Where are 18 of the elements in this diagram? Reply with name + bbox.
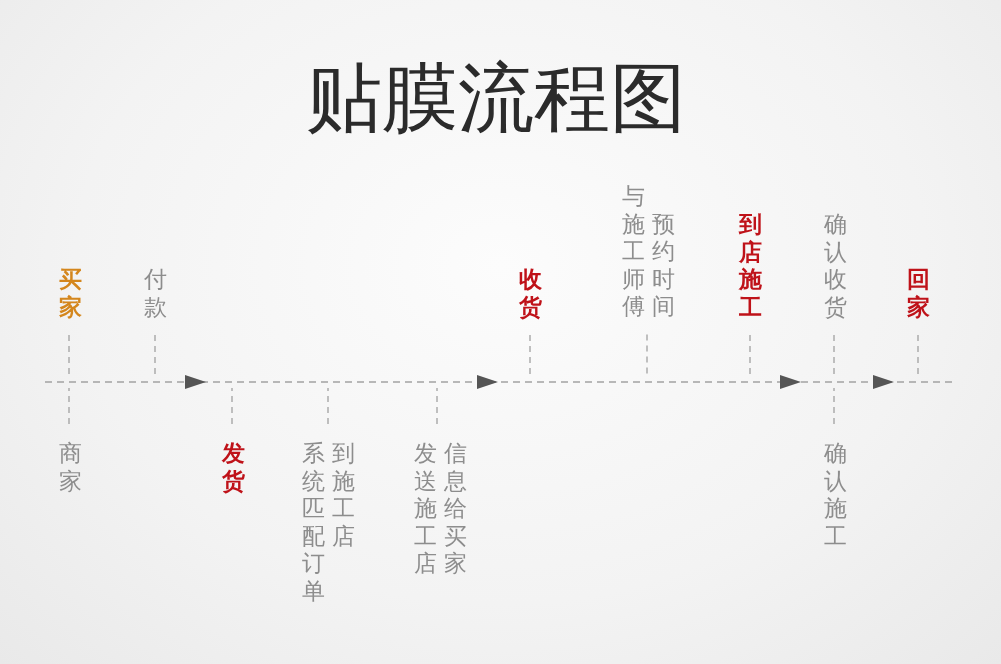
step-label: 确认施工 [823, 440, 847, 550]
step-label: 发送施工店信息给买家 [413, 440, 467, 578]
step-label: 买家 [58, 266, 82, 321]
step-label: 付款 [143, 266, 167, 321]
step-label: 系统匹配订单到施工店 [301, 440, 355, 605]
step-label: 收货 [518, 266, 542, 321]
step-label: 到店施工 [738, 211, 762, 321]
leader-line [436, 387, 438, 425]
leader-line [231, 387, 233, 425]
step-label: 与施工师傅预约时间 [621, 183, 675, 321]
step-label: 商家 [58, 440, 82, 495]
leader-line [68, 387, 70, 425]
leader-line [327, 387, 329, 425]
step-label: 确认收货 [823, 211, 847, 321]
leader-line [833, 387, 835, 425]
title: 贴膜流程图 [306, 58, 686, 138]
step-label: 回家 [906, 266, 930, 321]
step-label: 发货 [221, 440, 245, 495]
